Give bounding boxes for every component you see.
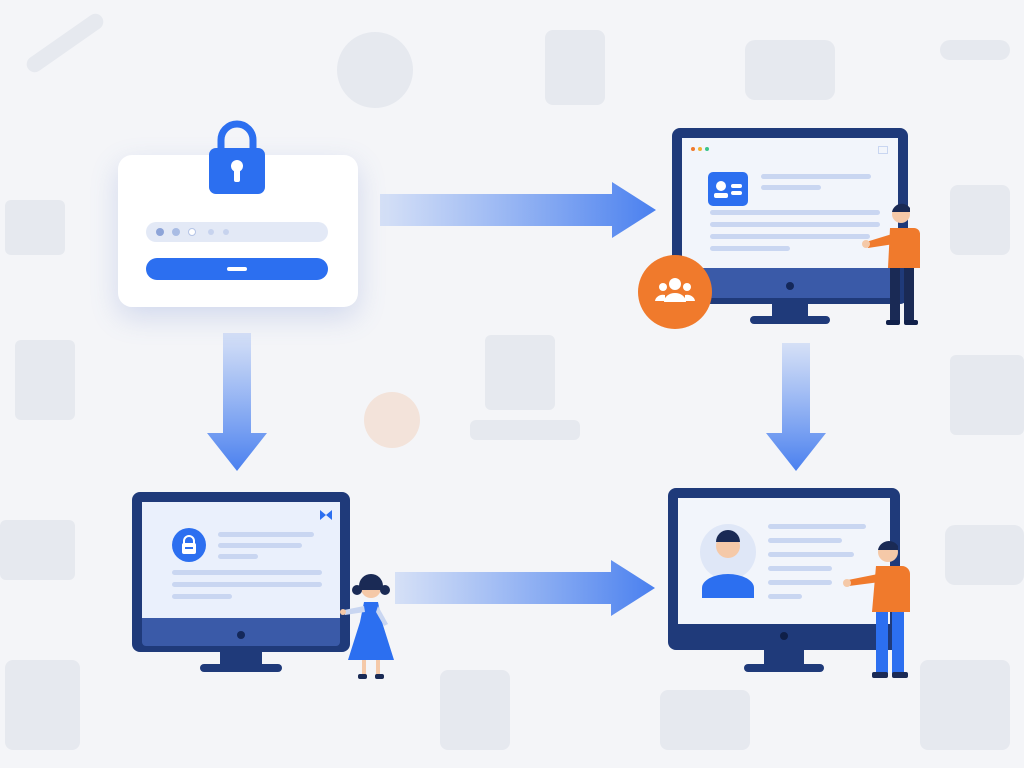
power-button [780, 632, 788, 640]
globe-icon [337, 32, 413, 108]
arrow-session-to-profile [395, 560, 655, 616]
text-line [218, 543, 302, 548]
power-button [786, 282, 794, 290]
window-control-icon [320, 510, 332, 520]
users-icon [638, 255, 712, 329]
password-dot [188, 228, 196, 236]
book-icon [485, 335, 555, 410]
man-pointing-figure [862, 203, 920, 325]
text-line [172, 570, 322, 575]
briefcase-icon [950, 185, 1010, 255]
text-line [768, 538, 842, 543]
text-line [710, 234, 870, 239]
inbox-icon [660, 690, 750, 750]
man-presenting-figure [843, 541, 910, 678]
text-line [761, 174, 871, 179]
file-icon [5, 660, 80, 750]
password-dot [208, 229, 214, 235]
dashboard-screen [682, 138, 898, 268]
bag-icon [545, 30, 605, 105]
text-line [710, 210, 880, 215]
login-button[interactable] [146, 258, 328, 280]
text-line [768, 566, 832, 571]
arrow-login-to-session [207, 333, 267, 471]
arrow-dashboard-to-profile [766, 343, 826, 471]
login-button-mark [227, 267, 247, 271]
password-dot [156, 228, 164, 236]
card-icon [745, 40, 835, 100]
text-line [172, 594, 232, 599]
password-dot [223, 229, 229, 235]
session-screen [142, 502, 340, 618]
folder-icon [5, 200, 65, 255]
text-line [172, 582, 322, 587]
profile-screen [678, 498, 890, 624]
window-dot [705, 147, 709, 151]
text-line [710, 222, 880, 227]
arrow-login-to-dashboard [380, 182, 656, 238]
text-line [761, 185, 821, 190]
chat-icon [945, 525, 1024, 585]
power-button [237, 631, 245, 639]
text-line [710, 246, 790, 251]
calendar-icon [920, 660, 1010, 750]
key-icon [26, 13, 104, 73]
text-line [218, 554, 258, 559]
laptop-base-icon [470, 420, 580, 440]
tablet-icon [950, 355, 1024, 435]
password-dot [172, 228, 180, 236]
alert-icon [364, 392, 420, 448]
text-line [768, 524, 866, 529]
text-line [768, 552, 854, 557]
girl-figure [340, 574, 394, 679]
window-dot [698, 147, 702, 151]
document-icon [15, 340, 75, 420]
printer-icon [440, 670, 510, 750]
profile-avatar-icon [700, 524, 756, 598]
lock-badge-icon [172, 528, 206, 562]
text-line [218, 532, 314, 537]
password-field[interactable] [146, 222, 328, 242]
padlock-icon [209, 120, 265, 194]
profile-card-icon [708, 172, 748, 206]
window-dot [691, 147, 695, 151]
window-control-icon [878, 146, 888, 154]
window-icon [0, 520, 75, 580]
text-line [768, 580, 832, 585]
text-line [768, 594, 802, 599]
cloud-icon [940, 40, 1010, 60]
